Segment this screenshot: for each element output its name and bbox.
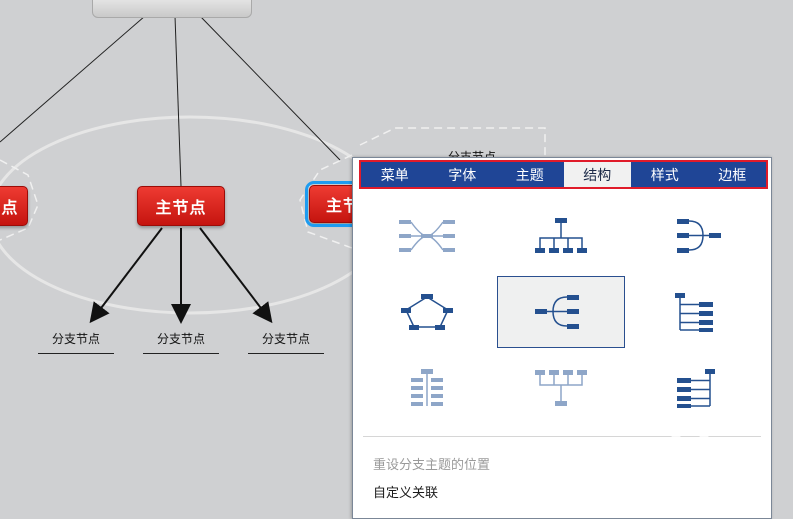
main-node-center[interactable]: 主节点 — [137, 186, 225, 226]
main-node-left[interactable]: 点 — [0, 186, 28, 226]
timeline-vertical-icon — [411, 369, 443, 406]
org-chart-up-icon — [535, 370, 587, 406]
branch-node-2[interactable]: 分支节点 — [143, 330, 219, 354]
tab-font[interactable]: 字体 — [448, 167, 477, 184]
root-node[interactable] — [92, 0, 252, 18]
connector-root-center — [174, 15, 182, 187]
tree-outline-left-icon — [677, 369, 715, 408]
connector-root-left — [0, 15, 146, 143]
arrow-branch-1 — [89, 227, 163, 324]
partial-branch-node: 分支节点 — [448, 150, 497, 159]
tree-outline-right-icon — [675, 293, 713, 332]
branch-node-label: 分支节点 — [51, 332, 100, 346]
menu-custom-relation[interactable]: 自定义关联 — [373, 486, 439, 501]
main-node-label: 点 — [1, 198, 19, 217]
panel-divider — [363, 436, 761, 437]
connector-root-right — [199, 15, 341, 161]
structure-fishbone[interactable] — [363, 200, 491, 272]
menu-reset-branch-position[interactable]: 重设分支主题的位置 — [373, 458, 491, 473]
boundary-right — [299, 154, 353, 249]
structure-tree-right[interactable] — [631, 276, 759, 348]
structure-org-up[interactable] — [497, 352, 625, 424]
tab-border[interactable]: 边框 — [718, 167, 747, 184]
radial-map-icon — [401, 294, 453, 330]
structure-org-down[interactable] — [497, 200, 625, 272]
arrow-branch-3 — [199, 227, 273, 324]
right-logic-tree-icon — [677, 219, 721, 253]
branch-node-3[interactable]: 分支节点 — [248, 330, 324, 354]
branch-node-label: 分支节点 — [156, 332, 205, 346]
boundary-left — [0, 159, 39, 241]
structure-logic-left[interactable] — [497, 276, 625, 348]
structure-logic-right[interactable] — [631, 200, 759, 272]
tab-menu[interactable]: 菜单 — [380, 167, 409, 184]
structure-radial[interactable] — [363, 276, 491, 348]
tab-theme[interactable]: 主题 — [515, 167, 544, 184]
branch-node-label: 分支节点 — [261, 332, 310, 346]
structure-timeline[interactable] — [363, 352, 491, 424]
main-node-label: 主节点 — [155, 198, 207, 217]
branch-node-1[interactable]: 分支节点 — [38, 330, 114, 354]
left-logic-tree-icon — [535, 295, 579, 329]
boundary-top — [359, 127, 546, 157]
org-chart-down-icon — [535, 218, 587, 253]
main-node-label: 主节 — [326, 196, 361, 215]
format-panel: 菜单 字体 主题 结构 样式 边框 — [352, 157, 772, 519]
fishbone-layout-icon — [399, 220, 455, 252]
tab-structure[interactable]: 结构 — [563, 162, 631, 187]
structure-tree-left[interactable] — [631, 352, 759, 424]
panel-tab-bar: 菜单 字体 主题 结构 样式 边框 — [359, 160, 768, 189]
tab-style[interactable]: 样式 — [650, 167, 679, 184]
